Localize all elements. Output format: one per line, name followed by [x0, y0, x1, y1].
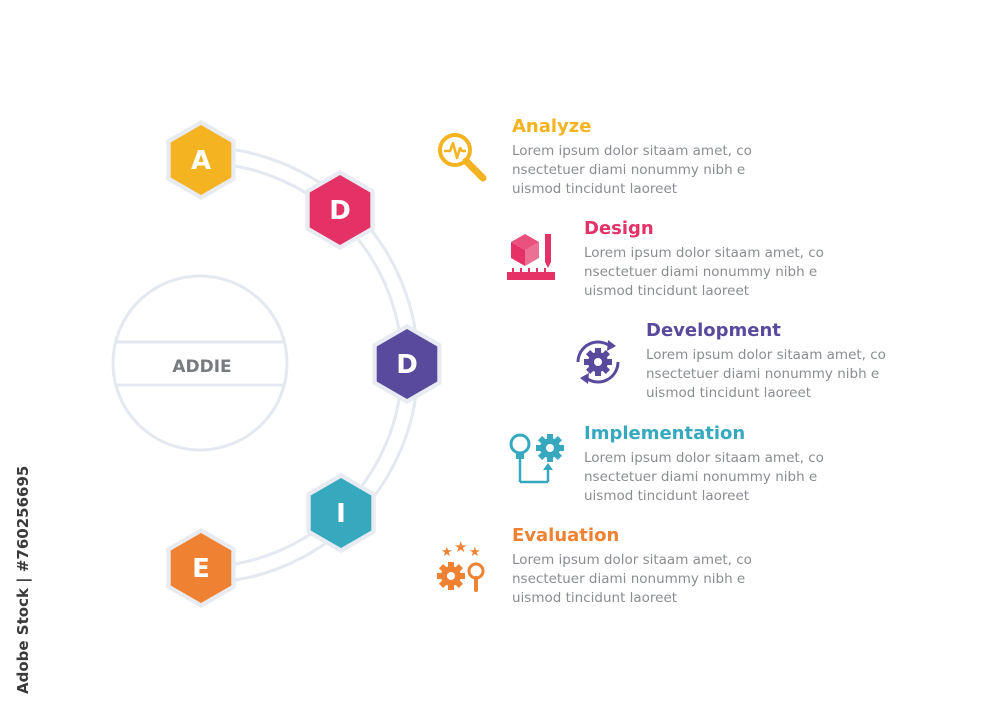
- step-analyze-title: Analyze: [512, 116, 592, 137]
- description-line: nsectetuer diami nonummy nibh e: [584, 469, 818, 485]
- description-line: nsectetuer diami nonummy nibh e: [584, 264, 818, 280]
- stars-gear-magnifier-icon: ★ ★ ★: [435, 538, 491, 601]
- description-line: uismod tincidunt laoreet: [584, 488, 750, 504]
- description-line: nsectetuer diami nonummy nibh e: [646, 366, 880, 382]
- description-line: uismod tincidunt laoreet: [584, 283, 750, 299]
- hex-development-letter: D: [396, 350, 418, 380]
- cube-ruler-pencil-icon: [505, 228, 557, 289]
- magnifier-pulse-icon: [433, 128, 489, 189]
- step-development-description: Lorem ipsum dolor sitaam amet, co nsectet…: [646, 346, 1000, 403]
- hex-design-letter: D: [329, 196, 351, 226]
- gear-cycle-icon: [570, 334, 626, 395]
- hex-evaluation: E: [166, 528, 236, 608]
- svg-text:★: ★: [469, 545, 481, 560]
- description-line: nsectetuer diami nonummy nibh e: [512, 571, 746, 587]
- center-label: ADDIE: [172, 357, 231, 377]
- hex-design: D: [305, 170, 375, 250]
- hex-evaluation-letter: E: [192, 554, 210, 584]
- description-line: nsectetuer diami nonummy nibh e: [512, 162, 746, 178]
- step-analyze-description: Lorem ipsum dolor sitaam amet, co nsectet…: [512, 142, 932, 199]
- hex-analyze-letter: A: [191, 146, 211, 176]
- description-line: Lorem ipsum dolor sitaam amet, co: [584, 245, 824, 261]
- hex-implementation: I: [306, 473, 376, 553]
- svg-text:★: ★: [454, 540, 467, 556]
- center-circle: ADDIE: [111, 274, 289, 452]
- description-line: Lorem ipsum dolor sitaam amet, co: [512, 143, 752, 159]
- step-evaluation-title: Evaluation: [512, 525, 620, 546]
- description-line: uismod tincidunt laoreet: [512, 181, 678, 197]
- step-design-description: Lorem ipsum dolor sitaam amet, co nsectet…: [584, 244, 1000, 301]
- description-line: uismod tincidunt laoreet: [646, 385, 812, 401]
- step-design-title: Design: [584, 218, 654, 239]
- svg-text:★: ★: [441, 545, 453, 560]
- description-line: Lorem ipsum dolor sitaam amet, co: [512, 552, 752, 568]
- hex-development: D: [372, 324, 442, 404]
- step-evaluation-description: Lorem ipsum dolor sitaam amet, co nsectet…: [512, 551, 932, 608]
- description-line: uismod tincidunt laoreet: [512, 590, 678, 606]
- hex-implementation-letter: I: [336, 499, 346, 529]
- step-implementation-title: Implementation: [584, 423, 746, 444]
- hex-analyze: A: [166, 120, 236, 200]
- description-line: Lorem ipsum dolor sitaam amet, co: [584, 450, 824, 466]
- step-development-title: Development: [646, 320, 781, 341]
- step-implementation-description: Lorem ipsum dolor sitaam amet, co nsectet…: [584, 449, 1000, 506]
- description-line: Lorem ipsum dolor sitaam amet, co: [646, 347, 886, 363]
- bulb-gear-icon: [508, 432, 568, 493]
- stock-credit: Adobe Stock | #760256695: [14, 465, 32, 694]
